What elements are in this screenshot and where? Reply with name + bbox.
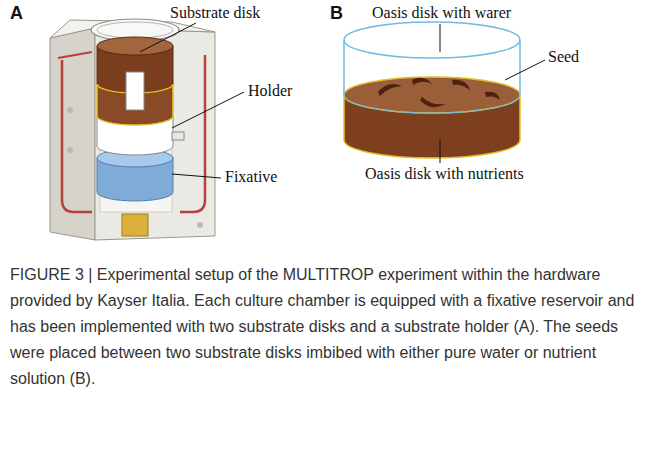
hardware-housing	[50, 19, 215, 240]
part-label: Seed	[548, 48, 579, 66]
leader-line	[140, 23, 545, 178]
substrate-disk	[97, 37, 173, 125]
part-label: Fixative	[225, 168, 277, 186]
panel-letter: B	[330, 4, 343, 22]
part-label: Holder	[248, 82, 292, 100]
part-label: Substrate disk	[170, 4, 260, 22]
panel-letter: A	[10, 4, 23, 22]
part-label: Oasis disk with nutrients	[365, 165, 524, 183]
part-label: Oasis disk with warer	[372, 4, 511, 22]
fixative-cylinder	[97, 149, 173, 201]
oasis-disks	[344, 22, 520, 158]
seed	[378, 78, 500, 107]
figure-caption: FIGURE 3 | Experimental setup of the MUL…	[10, 262, 640, 392]
